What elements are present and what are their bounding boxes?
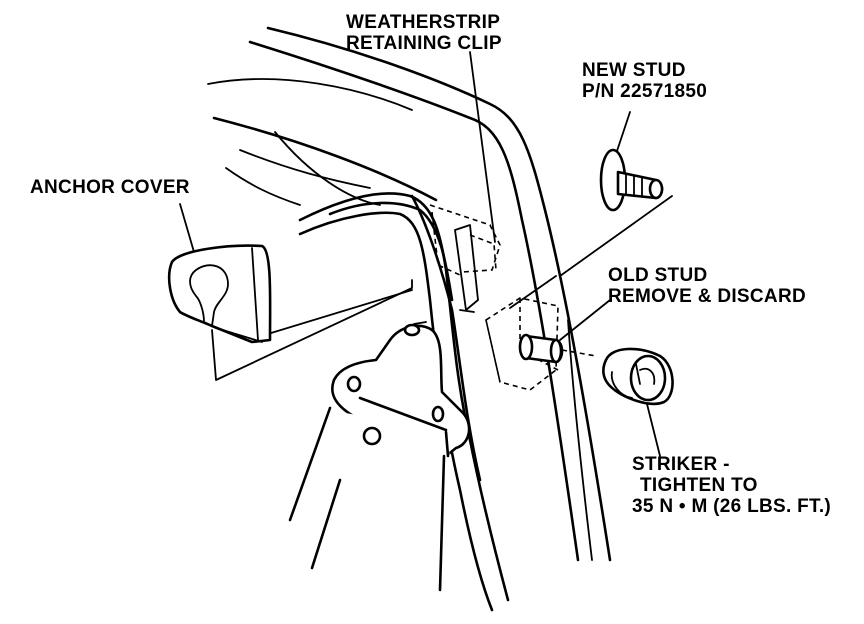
old-stud-label-line1: OLD STUD	[608, 265, 708, 286]
seat-belt-webbing	[288, 396, 452, 592]
striker-label-line1: STRIKER -	[632, 454, 730, 475]
old-stud-label: OLD STUD REMOVE & DISCARD	[608, 265, 806, 307]
new-stud-label: NEW STUD P/N 22571850	[582, 60, 707, 102]
weatherstrip-clip-label-line1: WEATHERSTRIP	[346, 12, 501, 33]
anchor-cover-label: ANCHOR COVER	[30, 177, 190, 198]
old-stud-part	[518, 333, 597, 364]
retaining-clip-dashed	[429, 204, 501, 276]
weatherstrip-clip-label-line2: RETAINING CLIP	[346, 33, 502, 54]
door-pillar-edge	[459, 309, 593, 561]
anchor-cover-part	[167, 244, 272, 344]
striker-part	[602, 347, 674, 406]
new-stud-part-number: P/N 22571850	[582, 81, 708, 102]
old-stud-label-line2: REMOVE & DISCARD	[608, 286, 806, 307]
body-panel-outline	[207, 26, 612, 562]
weatherstrip-clip-label: WEATHERSTRIP RETAINING CLIP	[346, 12, 502, 54]
new-stud-part	[599, 148, 664, 212]
striker-mount-dashed	[485, 297, 559, 391]
new-stud-label-line1: NEW STUD	[582, 60, 686, 81]
striker-torque-spec: 35 N • M (26 LBS. FT.)	[632, 496, 832, 517]
striker-label: STRIKER - TIGHTEN TO 35 N • M (26 LBS. F…	[632, 454, 831, 517]
striker-label-line2: TIGHTEN TO	[640, 475, 758, 496]
leader-lines	[179, 51, 673, 457]
